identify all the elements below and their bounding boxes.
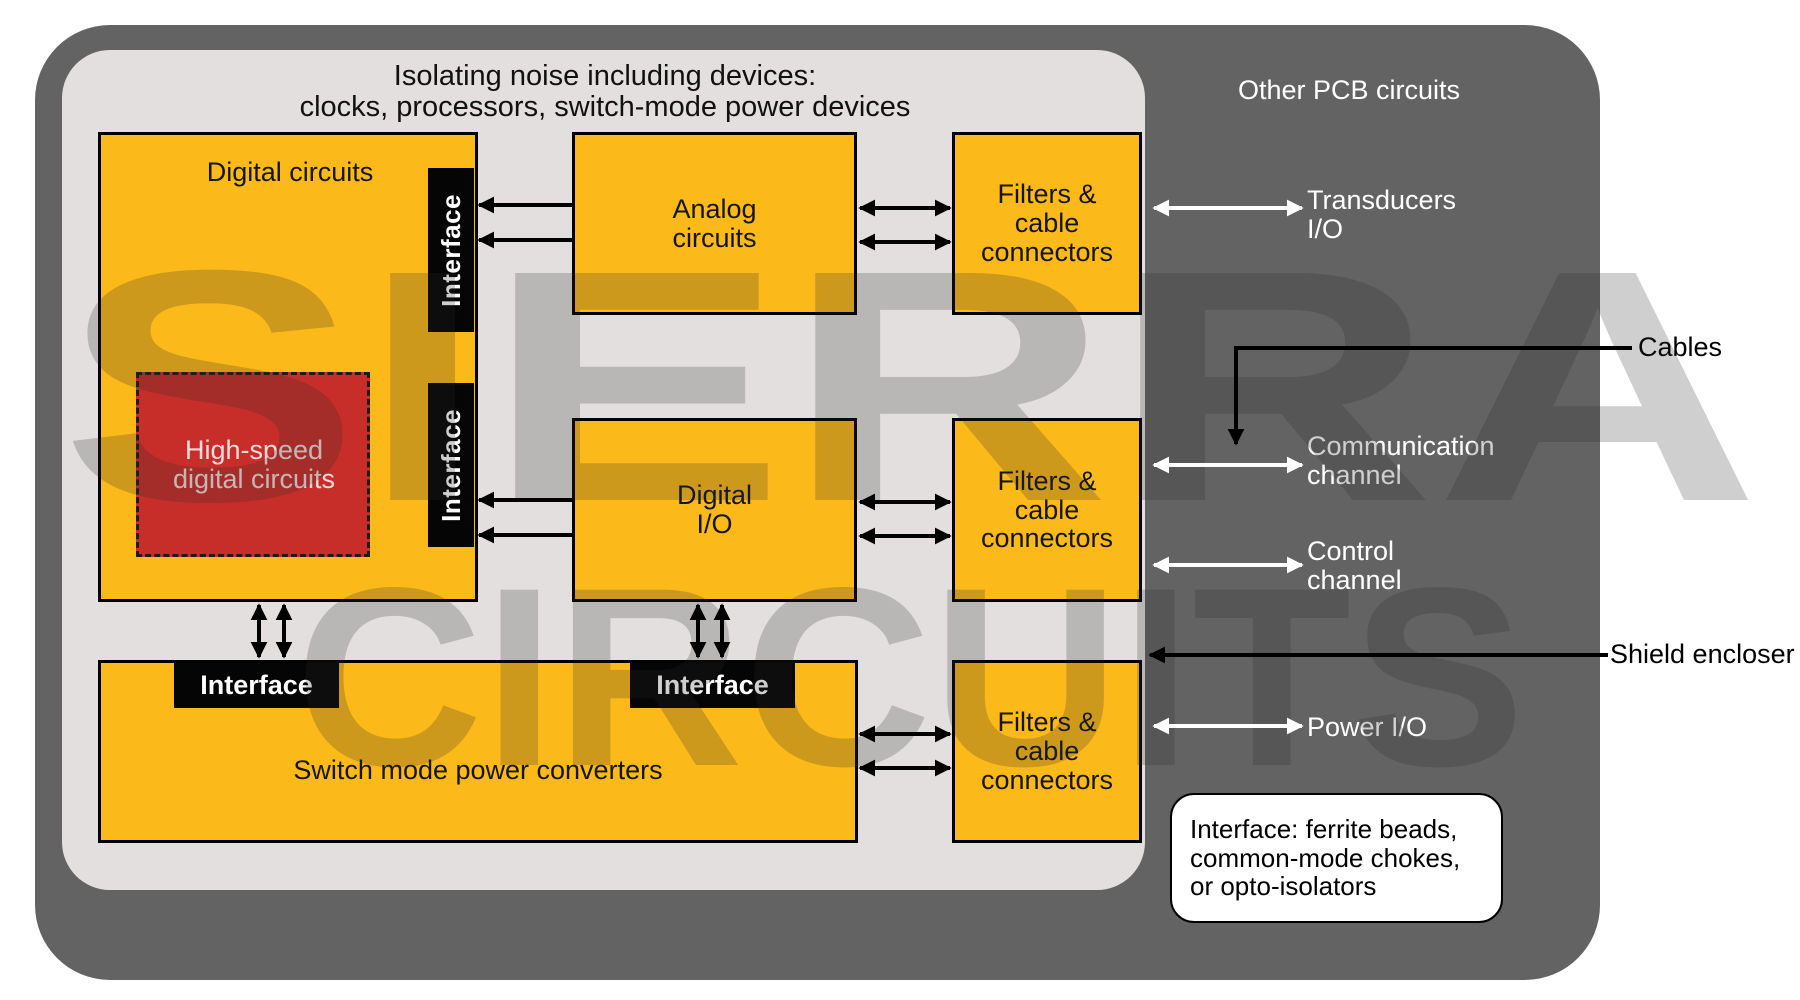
power-io-label: Power I/O: [1307, 712, 1428, 742]
filters-connectors-block-1: Filters & cable connectors: [952, 132, 1142, 315]
communication-channel-label: Communication channel: [1307, 431, 1495, 490]
filters-connectors-block-2: Filters & cable connectors: [952, 418, 1142, 602]
interface-horizontal-right: Interface: [630, 663, 795, 708]
power-converters-label: Switch mode power converters: [293, 754, 663, 785]
high-speed-label: High-speed digital circuits: [172, 435, 336, 494]
analog-circuits-block: Analog circuits: [572, 132, 857, 315]
watermark-line-2: CIRCUITS: [295, 535, 1525, 820]
cables-callout: Cables: [1638, 332, 1723, 362]
other-pcb-label: Other PCB circuits: [1238, 75, 1461, 105]
diagram-title: Isolating noise including devices: clock…: [299, 59, 911, 123]
shield-encloser-callout: Shield encloser: [1610, 639, 1795, 669]
interface-note: Interface: ferrite beads, common-mode ch…: [1170, 793, 1503, 923]
watermark-line-1: SIERRA: [60, 201, 1760, 570]
interface-horizontal-left: Interface: [174, 663, 339, 708]
interface-vertical-bottom: Interface: [428, 383, 474, 547]
transducers-io-label: Transducers I/O: [1307, 185, 1457, 244]
watermark: SIERRA CIRCUITS: [60, 201, 1760, 820]
filters-connectors-block-3: Filters & cable connectors: [952, 660, 1142, 843]
digital-circuits-label: Digital circuits: [206, 156, 374, 187]
interface-vertical-top: Interface: [428, 168, 474, 332]
cables-leader: [1227, 346, 1632, 446]
digital-io-block: Digital I/O: [572, 418, 857, 602]
high-speed-digital-block: [136, 372, 370, 557]
control-channel-label: Control channel: [1307, 536, 1402, 595]
